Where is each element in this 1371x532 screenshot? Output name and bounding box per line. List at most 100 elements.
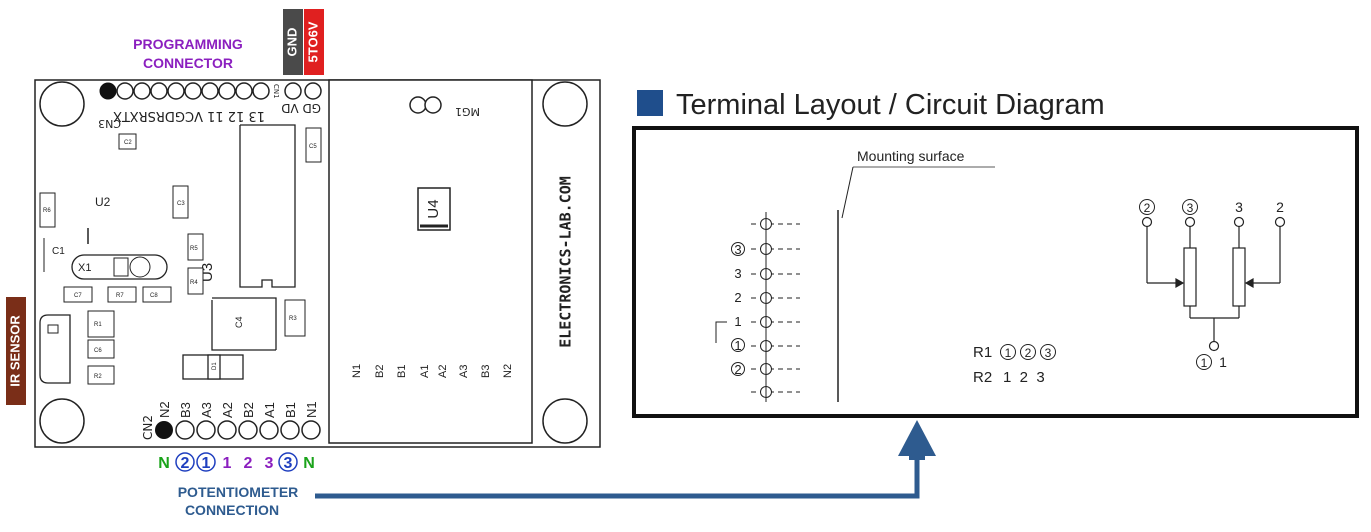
pin-legend-item: 3	[278, 452, 298, 472]
mg1-label: MG1	[455, 105, 480, 118]
cn3-header	[99, 82, 270, 100]
svg-text:A1: A1	[419, 365, 431, 378]
svg-text:X1: X1	[78, 262, 91, 274]
svg-text:3: 3	[265, 455, 274, 472]
mounting-hole-bottom-right	[542, 398, 588, 444]
pin-legend-item: 1	[223, 455, 232, 472]
diagram-frame	[632, 126, 1359, 418]
ir-sensor-tag: IR SENSOR	[6, 297, 26, 405]
svg-text:C1: C1	[52, 246, 65, 257]
svg-text:C2: C2	[124, 140, 132, 146]
svg-text:B2: B2	[241, 402, 256, 418]
svg-text:GND: GND	[284, 28, 299, 57]
svg-text:B3: B3	[178, 402, 193, 418]
svg-text:3: 3	[1235, 199, 1243, 215]
terminal-side-view	[715, 212, 800, 402]
svg-text:2: 2	[734, 362, 741, 377]
svg-text:3: 3	[284, 455, 293, 472]
website-label: ELECTRONICS-LAB.COM	[557, 176, 575, 348]
svg-text:3: 3	[734, 242, 741, 257]
pin-legend-item: N	[303, 455, 315, 472]
svg-text:N: N	[303, 455, 315, 472]
connection-arrow	[315, 420, 936, 499]
cn3-pin-labels: 13 12 11 VCGDRSRXTX	[113, 108, 265, 123]
u2-label: U2	[95, 195, 111, 209]
module-box	[328, 79, 533, 444]
svg-text:N2: N2	[502, 364, 514, 378]
svg-text:N: N	[158, 455, 170, 472]
pin-legend: N 2 1 1 2 3 3 N	[158, 452, 315, 472]
svg-text:3: 3	[1045, 346, 1052, 360]
svg-text:D1: D1	[212, 362, 218, 370]
programming-connector-label-2: CONNECTOR	[143, 55, 233, 71]
pin-legend-item: N	[158, 455, 170, 472]
cn2-pin-labels: N2 B3 A3 A2 B2 A1 B1 N1	[157, 401, 319, 418]
svg-text:R1: R1	[973, 344, 992, 361]
svg-text:3: 3	[734, 266, 741, 281]
mounting-hole-top-right	[542, 81, 588, 127]
mounting-hole-top-left	[39, 81, 85, 127]
svg-text:C7: C7	[74, 293, 82, 299]
svg-text:2: 2	[1276, 199, 1284, 215]
mg1-connector	[409, 96, 442, 114]
svg-text:R1: R1	[94, 322, 102, 328]
svg-text:Mounting surface: Mounting surface	[857, 148, 965, 164]
c4-cap: C4	[211, 297, 277, 351]
svg-text:A2: A2	[437, 365, 449, 378]
svg-text:2: 2	[1025, 346, 1032, 360]
pin-legend-item: 1	[196, 452, 216, 472]
circuit-schematic	[1141, 216, 1286, 352]
passive-components: C2 C3 C5 R6 R5 R4 C7 R7 C8 R1 C6 R2 R3	[39, 127, 322, 385]
gnd-tag: GND	[283, 9, 303, 75]
svg-text:2: 2	[734, 290, 741, 305]
cn1-header	[284, 82, 322, 100]
svg-text:R5: R5	[190, 246, 198, 252]
svg-text:IR SENSOR: IR SENSOR	[7, 315, 22, 387]
svg-text:C5: C5	[309, 144, 317, 150]
svg-text:R7: R7	[116, 293, 124, 299]
svg-text:B1: B1	[283, 402, 298, 418]
cn2-label: CN2	[141, 415, 155, 440]
svg-text:N2: N2	[157, 401, 172, 418]
svg-text:C4: C4	[234, 316, 244, 328]
svg-text:C3: C3	[177, 201, 185, 207]
svg-text:C8: C8	[150, 293, 158, 299]
cn1-pin-labels: GD VD	[281, 101, 321, 115]
power-tag: 5TO6V	[304, 9, 324, 75]
svg-text:1: 1	[202, 455, 211, 472]
svg-text:5TO6V: 5TO6V	[305, 21, 320, 62]
potentiometer-label: POTENTIOMETER	[178, 484, 299, 500]
svg-text:A3: A3	[458, 365, 470, 378]
module-pin-labels: N1 B2 B1 A1 A2 A3 B3 N2	[351, 364, 514, 378]
svg-text:1: 1	[223, 455, 232, 472]
svg-text:A3: A3	[199, 402, 214, 418]
circuit-pin-labels: 2 3 3 2 1 1	[1139, 199, 1284, 370]
svg-text:C6: C6	[94, 348, 102, 354]
svg-text:2: 2	[181, 455, 190, 472]
svg-text:R2: R2	[973, 369, 992, 386]
resistor-pin-labels: R1 1 2 3 R2 1 2 3	[973, 344, 1056, 386]
ir-sensor-footprint	[39, 314, 71, 384]
pcb-board: 13 12 11 VCGDRSRXTX CN3 GD VD CN1 GND 5T…	[6, 9, 601, 448]
svg-text:1: 1	[1201, 356, 1208, 370]
svg-text:A2: A2	[220, 402, 235, 418]
svg-text:1 2 3: 1 2 3	[1003, 369, 1045, 386]
u4-chip: U4	[417, 187, 451, 231]
svg-text:U4: U4	[425, 199, 442, 218]
mounting-surface: Mounting surface	[837, 148, 995, 402]
svg-text:3: 3	[1187, 201, 1194, 215]
svg-text:B1: B1	[396, 365, 408, 378]
cn2-header	[155, 420, 321, 440]
pin-legend-item: 3	[265, 455, 274, 472]
svg-text:B2: B2	[374, 365, 386, 378]
programming-connector-label: PROGRAMMING	[133, 36, 243, 52]
terminal-side-labels: 3 3 2 1 1 2	[731, 242, 745, 377]
svg-text:1: 1	[1005, 346, 1012, 360]
diagram-title: Terminal Layout / Circuit Diagram	[676, 89, 1105, 121]
svg-text:1: 1	[1219, 354, 1227, 370]
u3-chip: U3	[199, 124, 296, 288]
svg-text:2: 2	[244, 455, 253, 472]
svg-text:R6: R6	[43, 208, 51, 214]
c1-cap: C1	[43, 228, 89, 272]
cn1-label: CN1	[272, 84, 280, 99]
